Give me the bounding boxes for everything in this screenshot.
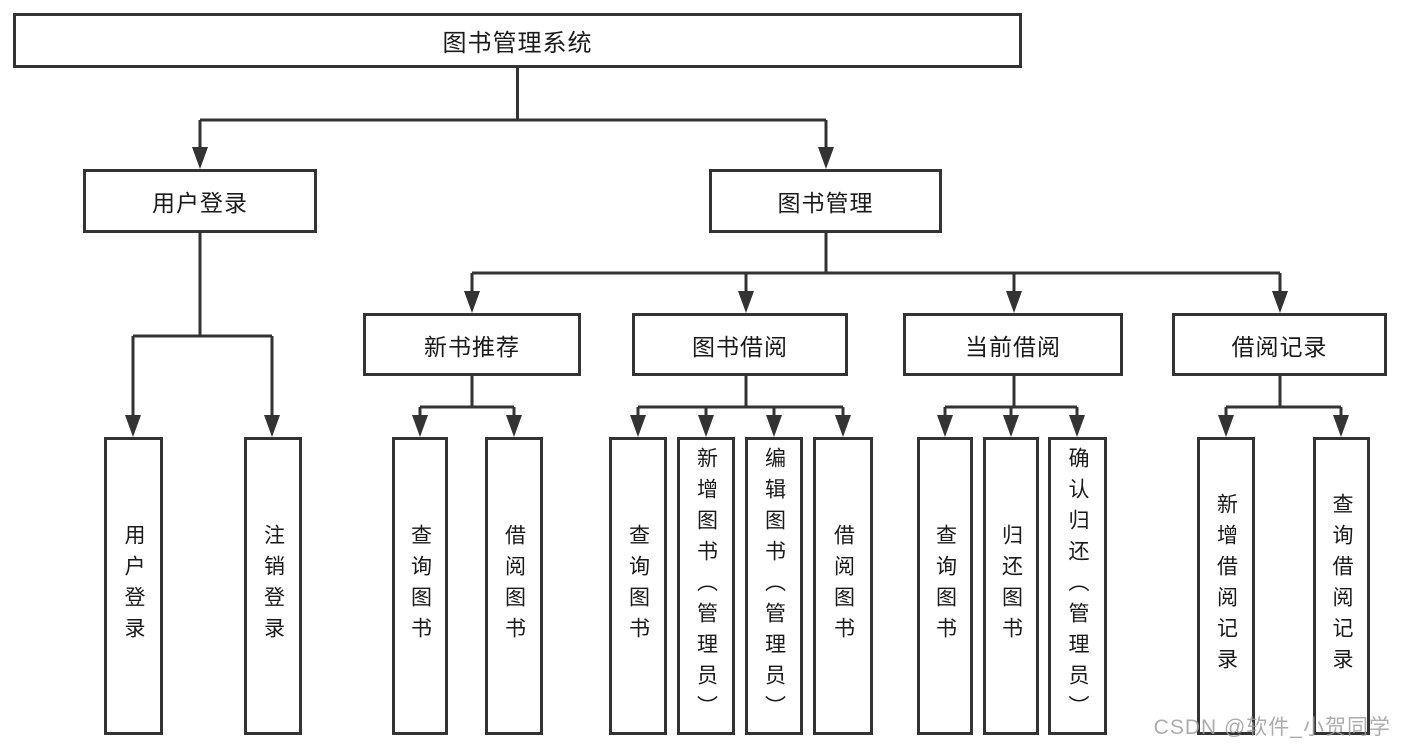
leaf-add-book-admin-label: 新增图书（管理员） bbox=[694, 446, 718, 726]
leaf-return-book-label: 归还图书 bbox=[999, 524, 1023, 648]
leaf-logout: 注销登录 bbox=[244, 437, 302, 735]
leaf-confirm-return-admin: 确认归还（管理员） bbox=[1048, 437, 1107, 735]
node-new-book-recommend: 新书推荐 bbox=[363, 313, 581, 376]
leaf-borrow-books-recommend-label: 借阅图书 bbox=[502, 524, 526, 648]
node-borrow-records-label: 借阅记录 bbox=[1231, 333, 1328, 360]
leaf-logout-label: 注销登录 bbox=[261, 524, 285, 648]
leaf-borrow-books-recommend: 借阅图书 bbox=[485, 437, 543, 735]
node-user-login: 用户登录 bbox=[83, 169, 317, 233]
node-book-borrow: 图书借阅 bbox=[632, 313, 848, 376]
node-book-borrow-label: 图书借阅 bbox=[692, 333, 788, 360]
leaf-borrow-books: 借阅图书 bbox=[813, 437, 873, 735]
leaf-user-login-label: 用户登录 bbox=[122, 524, 145, 648]
node-book-management-label: 图书管理 bbox=[777, 190, 874, 216]
leaf-user-login: 用户登录 bbox=[104, 437, 163, 735]
leaf-edit-book-admin: 编辑图书（管理员） bbox=[745, 437, 803, 735]
leaf-query-borrow-record-label: 查询借阅记录 bbox=[1330, 493, 1353, 679]
node-current-borrow: 当前借阅 bbox=[903, 313, 1123, 376]
node-user-login-label: 用户登录 bbox=[152, 190, 248, 216]
leaf-query-books-current-label: 查询图书 bbox=[933, 524, 957, 648]
leaf-query-books-borrow: 查询图书 bbox=[609, 437, 667, 735]
leaf-return-book: 归还图书 bbox=[983, 437, 1039, 735]
leaf-add-borrow-record-label: 新增借阅记录 bbox=[1214, 493, 1238, 679]
node-current-borrow-label: 当前借阅 bbox=[965, 333, 1061, 360]
leaf-query-books-recommend: 查询图书 bbox=[392, 437, 448, 735]
node-root: 图书管理系统 bbox=[13, 13, 1022, 68]
node-book-management: 图书管理 bbox=[709, 169, 942, 233]
node-borrow-records: 借阅记录 bbox=[1172, 313, 1387, 376]
node-new-book-recommend-label: 新书推荐 bbox=[424, 333, 520, 360]
leaf-add-borrow-record: 新增借阅记录 bbox=[1197, 437, 1255, 735]
leaf-confirm-return-admin-label: 确认归还（管理员） bbox=[1066, 446, 1089, 726]
leaf-query-books-recommend-label: 查询图书 bbox=[408, 524, 432, 648]
node-root-label: 图书管理系统 bbox=[442, 30, 593, 57]
leaf-borrow-books-label: 借阅图书 bbox=[831, 524, 855, 648]
leaf-add-book-admin: 新增图书（管理员） bbox=[677, 437, 735, 735]
leaf-query-borrow-record: 查询借阅记录 bbox=[1313, 437, 1370, 735]
leaf-query-books-borrow-label: 查询图书 bbox=[626, 524, 650, 648]
watermark: CSDN @软件_小贺同学 bbox=[1153, 716, 1391, 739]
leaf-edit-book-admin-label: 编辑图书（管理员） bbox=[762, 446, 786, 726]
leaf-query-books-current: 查询图书 bbox=[917, 437, 973, 735]
